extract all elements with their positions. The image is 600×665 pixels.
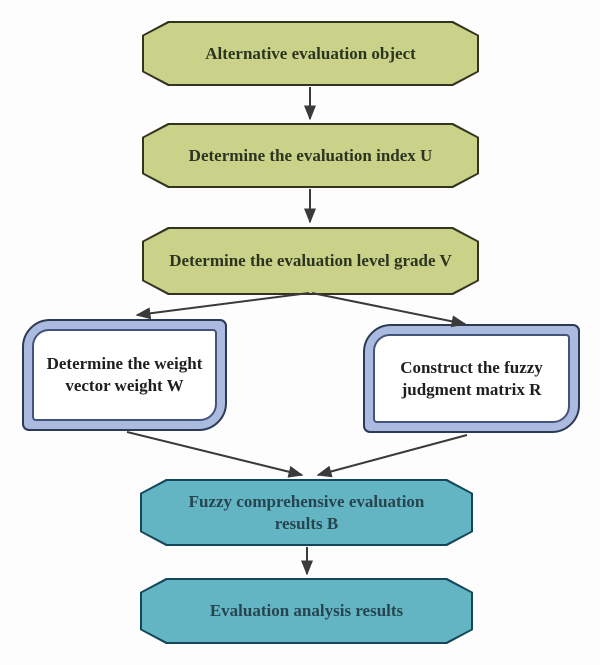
node-label: Evaluation analysis results (209, 601, 404, 621)
arrow-grade-to-matrix (311, 292, 467, 328)
node-label: Fuzzy comprehensive evaluation results B (188, 491, 425, 533)
node-label: Determine the evaluation index U (188, 145, 433, 165)
arrow-weight-to-results (126, 431, 304, 478)
node-label: Determine the weight vector weight W (46, 354, 203, 395)
node-determine-evaluation-index-u: Determine the evaluation index U (142, 123, 479, 188)
node-label: Alternative evaluation object (205, 43, 416, 63)
arrow-matrix-to-results (316, 434, 468, 478)
node-fuzzy-comprehensive-evaluation-results-b: Fuzzy comprehensive evaluation results B (140, 479, 473, 546)
node-evaluation-analysis-results: Evaluation analysis results (140, 578, 473, 644)
node-label: Determine the evaluation level grade V (169, 251, 452, 271)
node-determine-weight-vector-w: Determine the weight vector weight W (22, 319, 227, 431)
node-alternative-evaluation-object: Alternative evaluation object (142, 21, 479, 86)
node-label: Construct the fuzzy judgment matrix R (400, 357, 543, 399)
arrow-grade-to-weight (135, 292, 310, 320)
node-construct-fuzzy-judgment-matrix-r: Construct the fuzzy judgment matrix R (363, 324, 580, 433)
node-determine-evaluation-level-grade-v: Determine the evaluation level grade V (142, 227, 479, 295)
